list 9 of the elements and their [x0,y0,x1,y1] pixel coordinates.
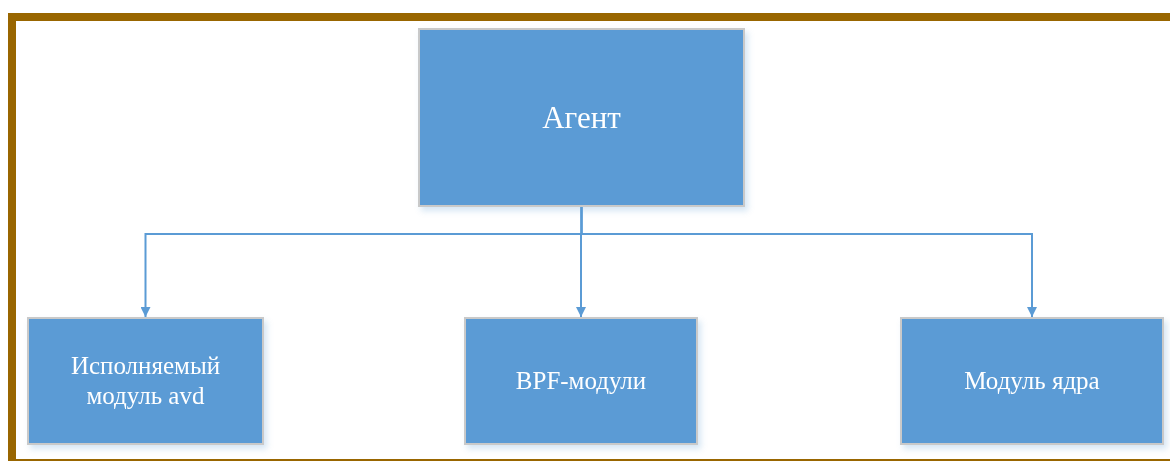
process-box [418,28,745,207]
arrow [580,206,1037,318]
box-label: BPF-модули [515,366,647,396]
process-box [27,317,264,445]
box-label: Модуль ядра [964,366,1100,396]
box-label: Агент [542,98,621,137]
process-box [464,317,698,445]
process-box [900,317,1164,445]
box-label: Исполняемый модуль avd [69,351,222,411]
